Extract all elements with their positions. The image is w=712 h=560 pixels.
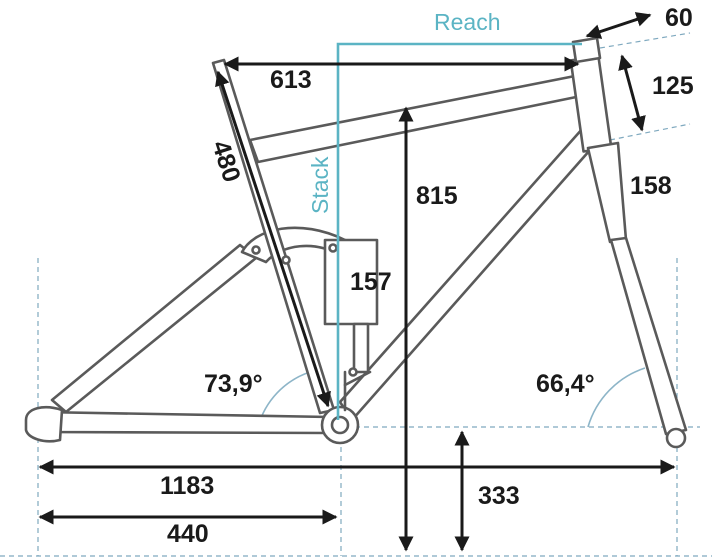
top-tube-label: 613	[270, 66, 312, 94]
dimension-labels: Reach Stack 60 125 613 480 158 157 815 7…	[160, 4, 694, 548]
head-angle-label: 66,4°	[536, 370, 595, 398]
head-angle-arc	[587, 367, 646, 428]
reach-label: Reach	[434, 9, 500, 35]
shock-length-label: 157	[350, 268, 392, 296]
stem-length-label: 60	[665, 4, 693, 32]
wheelbase-label: 1183	[160, 472, 214, 500]
shock-mount	[328, 243, 338, 253]
pivot-upper	[251, 245, 261, 255]
spacer-arrow	[618, 54, 646, 132]
seat-angle-label: 73,9°	[204, 370, 263, 398]
stem	[571, 36, 602, 64]
chain-stay	[38, 410, 332, 435]
stem-arrow	[585, 12, 652, 39]
shock-body	[323, 238, 379, 326]
fork-leg	[609, 236, 688, 436]
bb-strut-brace	[343, 370, 372, 387]
stack-label: Stack	[307, 156, 333, 214]
spacer-label: 125	[652, 72, 694, 100]
bottom-bracket-inner	[330, 415, 350, 435]
bb-drop-label: 333	[478, 482, 520, 510]
chainstay-label: 440	[167, 520, 209, 548]
seat-tube-arrow	[215, 70, 331, 408]
spacer-guide	[609, 123, 691, 141]
shock-lower-mount	[348, 367, 358, 377]
front-axle	[665, 427, 687, 449]
dimension-arrows	[38, 12, 676, 552]
head-tube-label: 158	[630, 172, 672, 200]
frame-height-label: 815	[416, 182, 458, 210]
reach-stack-outline	[336, 42, 582, 420]
reach-stack-lines	[336, 42, 582, 420]
rear-dropout	[24, 406, 64, 443]
shock-shaft	[352, 322, 370, 374]
stem-guide	[599, 32, 691, 49]
pivot-lower	[281, 255, 291, 265]
fork-crown	[586, 141, 628, 244]
